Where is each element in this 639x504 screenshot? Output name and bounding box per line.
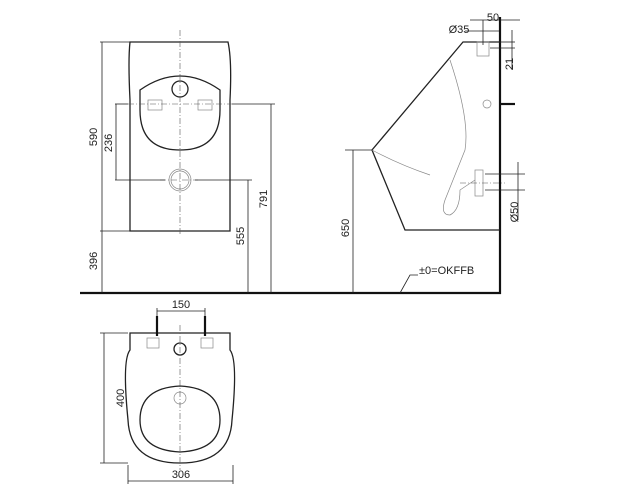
dim-236: 236 bbox=[103, 134, 115, 152]
dim-791: 791 bbox=[258, 190, 270, 208]
urinal-body-front bbox=[128, 41, 232, 232]
dim-50: 50 bbox=[487, 12, 499, 24]
dim-400: 400 bbox=[115, 389, 127, 407]
fixing-bolt bbox=[482, 99, 492, 109]
dim-d50: Ø50 bbox=[509, 202, 521, 223]
urinal-body-side bbox=[371, 41, 500, 231]
dim-306: 306 bbox=[172, 469, 190, 481]
dim-21: 21 bbox=[504, 58, 516, 70]
front-view: 590 236 396 555 791 bbox=[88, 30, 275, 293]
dim-590: 590 bbox=[88, 128, 100, 146]
bowl-top bbox=[139, 385, 221, 453]
dim-150: 150 bbox=[172, 299, 190, 311]
dim-650: 650 bbox=[340, 219, 352, 237]
top-view: 150 400 306 bbox=[100, 299, 236, 484]
dim-396: 396 bbox=[88, 252, 100, 270]
floor-reference-label: ±0=OKFFB bbox=[419, 265, 474, 277]
fixing-bracket-right bbox=[197, 99, 213, 111]
dim-555: 555 bbox=[235, 227, 247, 245]
side-view: 50 Ø35 21 Ø50 650 ±0=OKFFB bbox=[340, 12, 525, 294]
dim-d35: Ø35 bbox=[449, 24, 470, 36]
bowl-inner-profile bbox=[443, 59, 476, 216]
fixing-bracket-left bbox=[147, 99, 163, 111]
